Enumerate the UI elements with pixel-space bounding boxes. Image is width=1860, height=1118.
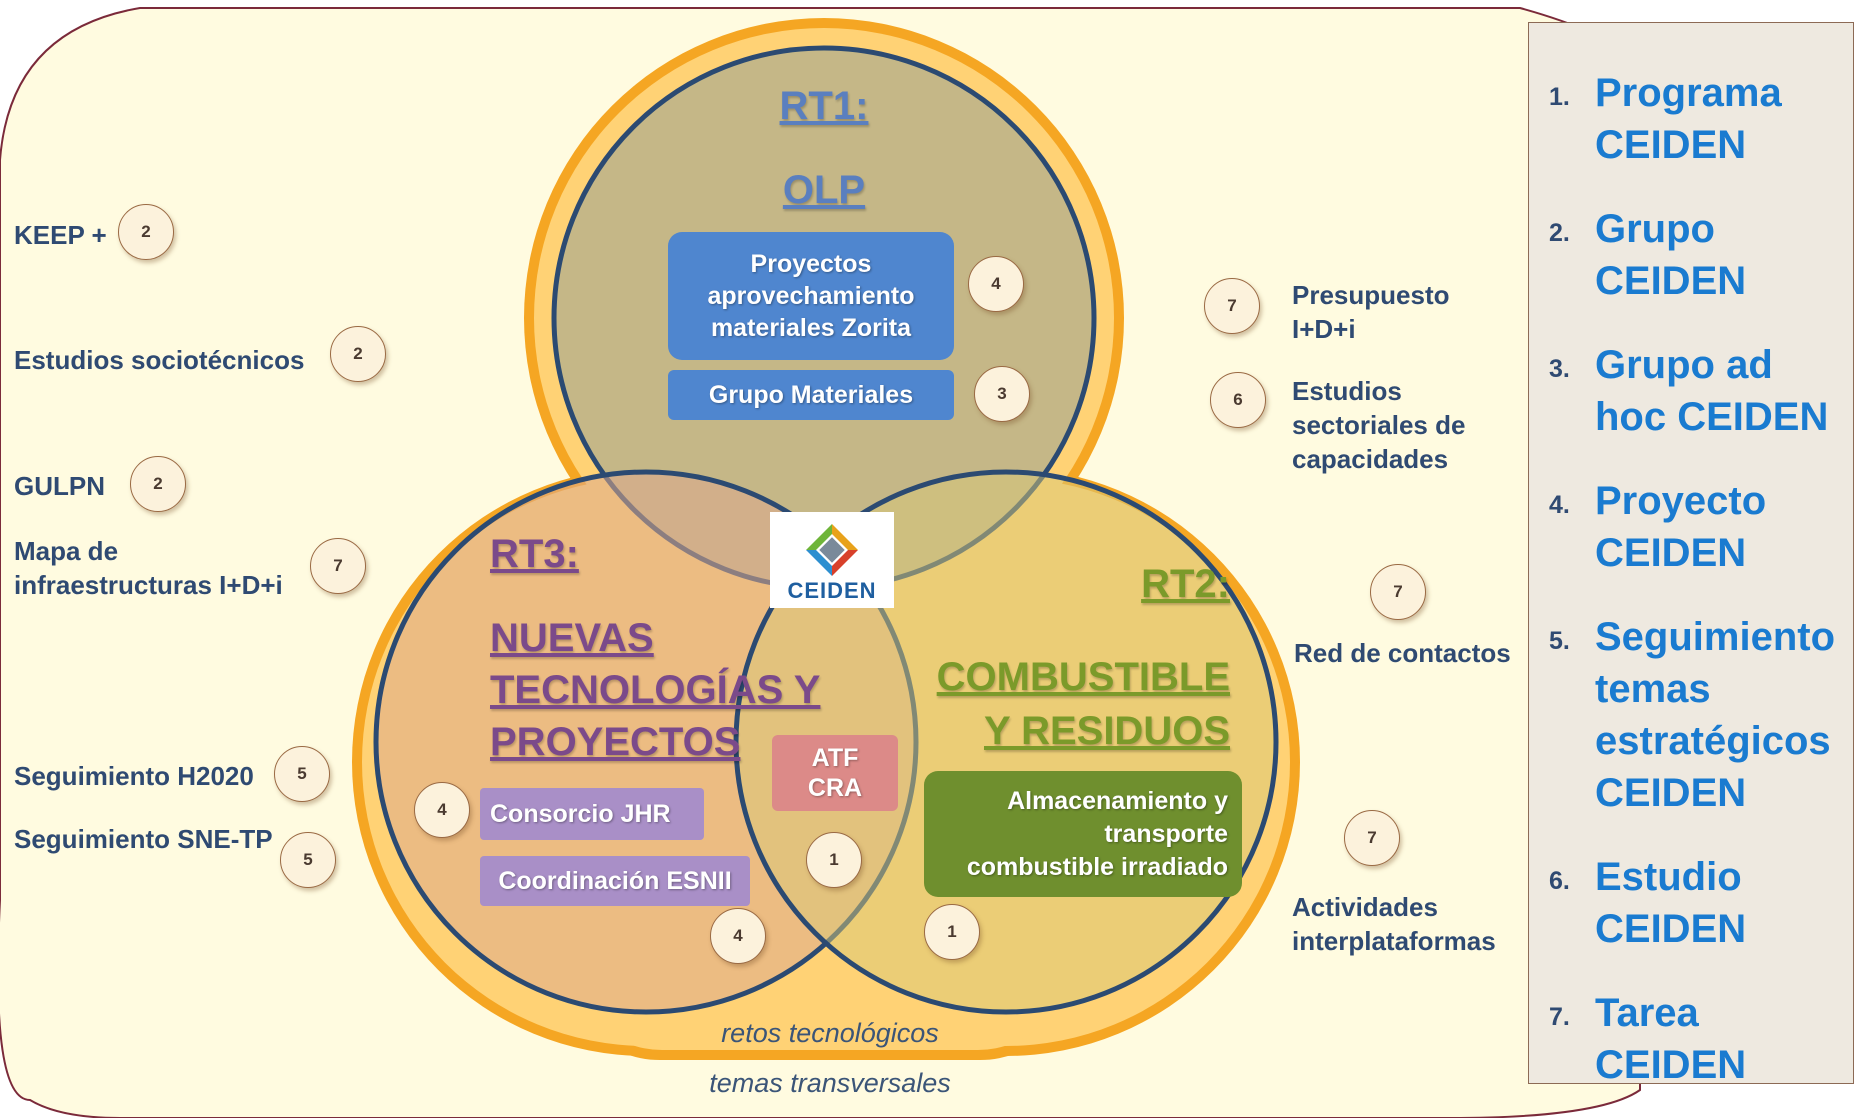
rt2-title-line1: COMBUSTIBLE	[936, 655, 1230, 699]
rt3-title: NUEVAS TECNOLOGÍAS Y PROYECTOS	[490, 612, 830, 768]
left-item-snetp-badge: 5	[280, 832, 336, 888]
ceiden-logo-icon	[806, 524, 858, 576]
zorita-box: Proyectos aprovechamiento materiales Zor…	[668, 232, 954, 360]
legend-item-4-line2: CEIDEN	[1595, 531, 1747, 575]
rt1-title: OLP	[782, 168, 866, 212]
atf-line2: CRA	[807, 774, 863, 802]
rt2-title: COMBUSTIBLE Y RESIDUOS	[920, 650, 1230, 758]
materiales-badge: 3	[974, 366, 1030, 422]
legend-item-1-text: Programa CEIDEN	[1595, 67, 1853, 171]
legend-item-2-line2: CEIDEN	[1595, 259, 1747, 303]
atf-box: ATF CRA	[772, 735, 898, 811]
atf-line1: ATF	[811, 744, 859, 772]
rt2-heading: RT2:	[1141, 562, 1230, 606]
zorita-line1: Proyectos	[750, 250, 872, 278]
legend-item-2-num: 2.	[1549, 219, 1570, 247]
ceiden-logo-text: CEIDEN	[787, 578, 877, 603]
zorita-line3: materiales Zorita	[710, 314, 912, 342]
legend-item-4-num: 4.	[1549, 491, 1570, 519]
almacenamiento-line1: Almacenamiento y	[1007, 786, 1228, 815]
right-item-estudios-line1: Estudios	[1292, 376, 1402, 406]
right-item-red-badge: 7	[1370, 564, 1426, 620]
jhr-badge: 4	[414, 782, 470, 838]
right-item-interplataformas-line1: Actividades	[1292, 892, 1438, 922]
esnii-box: Coordinación ESNII	[480, 856, 750, 906]
left-item-gulpn-badge: 2	[130, 456, 186, 512]
right-item-presupuesto-badge: 7	[1204, 278, 1260, 334]
rt3-title-line2: TECNOLOGÍAS Y	[490, 668, 821, 712]
left-item-h2020: Seguimiento H2020	[14, 761, 254, 791]
legend-item-6-line1: Estudio	[1595, 855, 1742, 899]
legend-item-7-num: 7.	[1549, 1003, 1570, 1031]
rt3-title-line1: NUEVAS	[490, 616, 654, 660]
legend-item-5-line1: Seguimiento	[1595, 615, 1836, 659]
legend-panel: 1. Programa CEIDEN 2. Grupo CEIDEN 3. Gr…	[1528, 22, 1854, 1087]
zorita-line2: aprovechamiento	[707, 282, 915, 310]
retos-label: retos tecnológicos	[721, 1018, 939, 1048]
rt1-heading: RT1:	[779, 84, 869, 128]
legend-item-7-line2: CEIDEN	[1595, 1043, 1747, 1087]
almacenamiento-line2: transporte	[1104, 819, 1228, 848]
legend-item-6-line2: CEIDEN	[1595, 907, 1747, 951]
legend-item-3-text: Grupo ad hoc CEIDEN	[1595, 339, 1853, 443]
left-item-mapa-badge: 7	[310, 538, 366, 594]
legend-item-6-num: 6.	[1549, 867, 1570, 895]
legend-item-2-line1: Grupo	[1595, 207, 1715, 251]
atf-badge: 1	[806, 832, 862, 888]
legend-item-4-line1: Proyecto	[1595, 479, 1767, 523]
legend-item-7-line1: Tarea	[1595, 991, 1699, 1035]
legend-item-5-line2: temas	[1595, 667, 1711, 711]
legend-item-3-line1: Grupo ad	[1595, 343, 1773, 387]
left-item-snetp: Seguimiento SNE-TP	[14, 824, 273, 854]
legend-item-2-text: Grupo CEIDEN	[1595, 203, 1853, 307]
almacenamiento-box: Almacenamiento y transporte combustible …	[924, 771, 1242, 897]
left-item-mapa-line2: infraestructuras I+D+i	[14, 570, 283, 600]
legend-item-4-text: Proyecto CEIDEN	[1595, 475, 1853, 579]
right-item-presupuesto-line2: I+D+i	[1292, 314, 1356, 344]
left-item-sociotecnicos-badge: 2	[330, 326, 386, 382]
legend-item-6-text: Estudio CEIDEN	[1595, 851, 1853, 955]
jhr-box: Consorcio JHR	[480, 788, 704, 840]
rt3-heading: RT3:	[490, 532, 579, 576]
legend-item-5-text: Seguimiento temas estratégicos CEIDEN	[1595, 611, 1853, 819]
almacenamiento-badge: 1	[924, 904, 980, 960]
esnii-badge: 4	[710, 908, 766, 964]
almacenamiento-line3: combustible irradiado	[966, 852, 1228, 881]
legend-item-3-line2: hoc CEIDEN	[1595, 395, 1829, 439]
left-item-h2020-badge: 5	[274, 746, 330, 802]
right-item-estudios: Estudios sectoriales de capacidades	[1292, 374, 1465, 476]
right-item-estudios-line3: capacidades	[1292, 444, 1449, 474]
materiales-box: Grupo Materiales	[668, 370, 954, 420]
temas-label: temas transversales	[709, 1068, 951, 1098]
left-item-keep: KEEP +	[14, 220, 107, 250]
zorita-badge: 4	[968, 256, 1024, 312]
right-item-estudios-line2: sectoriales de	[1292, 410, 1466, 440]
legend-item-1-num: 1.	[1549, 83, 1570, 111]
left-item-mapa: Mapa de infraestructuras I+D+i	[14, 534, 283, 602]
right-item-presupuesto: Presupuesto I+D+i	[1292, 278, 1450, 346]
legend-item-1-line1: Programa	[1595, 71, 1782, 115]
legend-item-3-num: 3.	[1549, 355, 1570, 383]
rt3-title-line3: PROYECTOS	[490, 720, 741, 764]
right-item-presupuesto-line1: Presupuesto	[1292, 280, 1450, 310]
legend-item-5-line3: estratégicos	[1595, 719, 1831, 763]
rt2-title-line2: Y RESIDUOS	[984, 709, 1230, 753]
left-item-sociotecnicos: Estudios sociotécnicos	[14, 345, 305, 375]
left-item-mapa-line1: Mapa de	[14, 536, 119, 566]
right-item-interplataformas: Actividades interplataformas	[1292, 890, 1496, 958]
right-item-estudios-badge: 6	[1210, 372, 1266, 428]
legend-item-7-text: Tarea CEIDEN	[1595, 987, 1853, 1091]
right-item-red: Red de contactos	[1294, 638, 1511, 668]
legend-item-5-num: 5.	[1549, 627, 1570, 655]
left-item-keep-badge: 2	[118, 204, 174, 260]
right-item-interplataformas-line2: interplataformas	[1292, 926, 1496, 956]
right-item-interplataformas-badge: 7	[1344, 810, 1400, 866]
ceiden-logo: CEIDEN	[770, 512, 894, 608]
legend-item-5-line4: CEIDEN	[1595, 771, 1747, 815]
legend-item-1-line2: CEIDEN	[1595, 123, 1747, 167]
left-item-gulpn: GULPN	[14, 471, 105, 501]
